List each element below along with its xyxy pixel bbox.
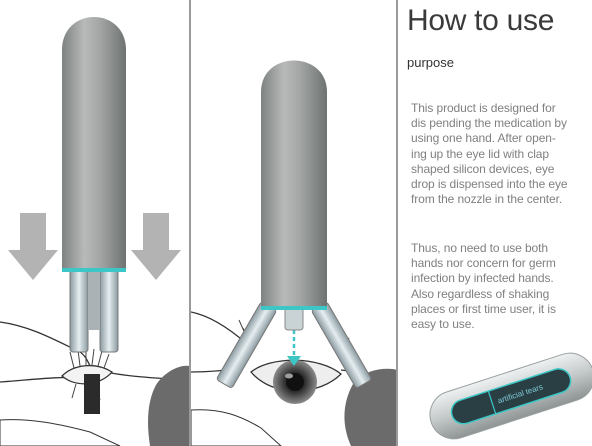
drop-arrow-icon xyxy=(287,356,301,366)
paragraph-line: ing up the eye lid with clap xyxy=(411,146,549,161)
illustration-panel-left xyxy=(0,0,190,446)
prong-left xyxy=(69,269,89,353)
finger-outline xyxy=(344,368,398,446)
illustration-panel-middle xyxy=(191,0,398,446)
device-press-illustration xyxy=(0,17,190,446)
product-render: artificial tears xyxy=(429,352,592,440)
paragraph-line: infection by infected hands. xyxy=(411,271,554,286)
benefits-paragraph: Thus, no need to use both hands nor conc… xyxy=(411,241,592,332)
down-arrow-left-icon xyxy=(8,213,58,280)
paragraph-line: hands nor concern for germ xyxy=(411,256,556,271)
paragraph-line: shaped silicon devices, eye xyxy=(411,161,555,176)
finger-outline xyxy=(148,365,190,446)
paragraph-line: from the nozzle in the center. xyxy=(411,192,563,207)
purpose-paragraph: This product is designed for dis pending… xyxy=(411,101,592,207)
paragraph-line: dis pending the medication by xyxy=(411,116,567,131)
paragraph-line: This product is designed for xyxy=(411,101,556,115)
panel-divider xyxy=(396,0,398,446)
device-body xyxy=(261,60,327,310)
paragraph-line: Also regardless of shaking xyxy=(411,286,550,301)
down-arrow-right-icon xyxy=(131,213,181,280)
paragraph-line: easy to use. xyxy=(411,317,475,332)
paragraph-line: places or first time user, it is xyxy=(411,301,556,316)
eye-pupil-shadow xyxy=(84,374,100,414)
paragraph-line: using one hand. After open- xyxy=(411,131,556,146)
prong-right xyxy=(99,269,119,353)
section-subtitle: purpose xyxy=(407,55,454,70)
instructions-column: How to use purpose This product is desig… xyxy=(405,0,592,446)
page-title: How to use xyxy=(407,4,555,37)
device-body xyxy=(62,17,126,272)
paragraph-line: Thus, no need to use both xyxy=(411,241,548,255)
paragraph-line: drop is dispensed into the eye xyxy=(411,177,568,192)
product-window xyxy=(451,368,571,424)
device-dispense-illustration xyxy=(191,60,398,446)
panel-divider xyxy=(189,0,191,446)
